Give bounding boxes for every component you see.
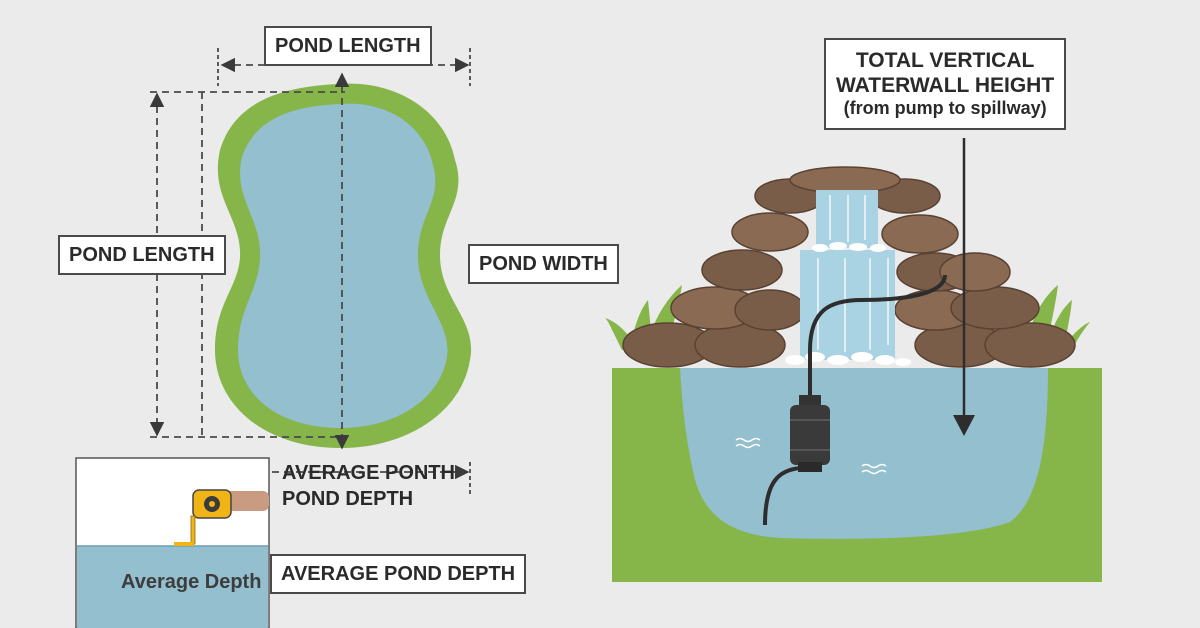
pump-icon — [790, 395, 830, 472]
waterwall-label-line2: WATERWALL HEIGHT — [836, 74, 1055, 98]
average-pond-depth-label: AVERAGE POND DEPTH — [270, 554, 527, 594]
pond-depth-label: POND DEPTH — [282, 488, 414, 510]
average-depth-inset-label: Average Depth — [121, 571, 262, 593]
ripple-marks — [735, 437, 887, 475]
pond-length-side-label: POND LENGTH — [58, 235, 226, 275]
waterwall-height-label: TOTAL VERTICAL WATERWALL HEIGHT (from pu… — [824, 38, 1067, 130]
tape-measure-icon — [174, 489, 269, 546]
height-arrow — [953, 138, 975, 436]
pond-length-top-label: POND LENGTH — [264, 26, 432, 66]
average-ponth-label: AVERAGE PONTH — [282, 462, 455, 484]
pond-top-view — [215, 83, 472, 448]
waterwall-label-line1: TOTAL VERTICAL — [855, 49, 1035, 72]
pond-width-label: POND WIDTH — [468, 244, 619, 284]
rocks — [622, 166, 1076, 368]
basin-water — [680, 368, 1048, 539]
waterfall-streams — [785, 190, 911, 366]
waterfall-section — [605, 138, 1102, 582]
waterwall-label-line3: (from pump to spillway) — [843, 98, 1047, 119]
depth-inset — [75, 457, 270, 628]
pump-hose — [763, 274, 947, 526]
